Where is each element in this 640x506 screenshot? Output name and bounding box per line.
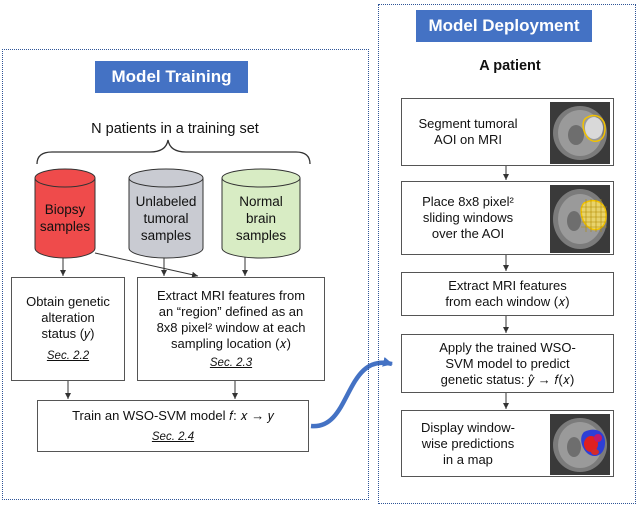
apply-model-box: Apply the trained WSO-SVM model to predi… [401,334,614,393]
mri-grid-image [550,185,610,253]
training-panel [2,49,369,500]
extract-sec-ref: Sec. 2.3 [209,356,253,369]
biopsy-cylinder [34,168,96,259]
mri-prediction-map-image [550,414,610,475]
genetic-sec-ref: Sec. 2.2 [46,350,90,362]
mri-aoi-image [550,102,610,164]
train-sec-ref: Sec. 2.4 [151,430,195,443]
deployment-title: Model Deployment [416,10,592,42]
deployment-subtitle: A patient [479,58,541,74]
extract-features-box: Extract MRI features from an “region” de… [137,277,325,381]
training-subtitle: N patients in a training set [91,121,259,137]
genetic-status-box: Obtain genetic alteration status (𝑦) Sec… [11,277,125,381]
unlabeled-cylinder [128,168,204,259]
arrow-train-to-deploy [310,356,393,429]
normal-cylinder [221,168,301,259]
deployment-panel [378,4,636,504]
train-model-box: Train an WSO-SVM model 𝑓: 𝑥 → 𝑦 Sec. 2.4 [37,400,309,452]
training-title: Model Training [95,61,248,93]
patients-brace [36,139,311,165]
arrow-biopsy-extract [94,252,199,278]
